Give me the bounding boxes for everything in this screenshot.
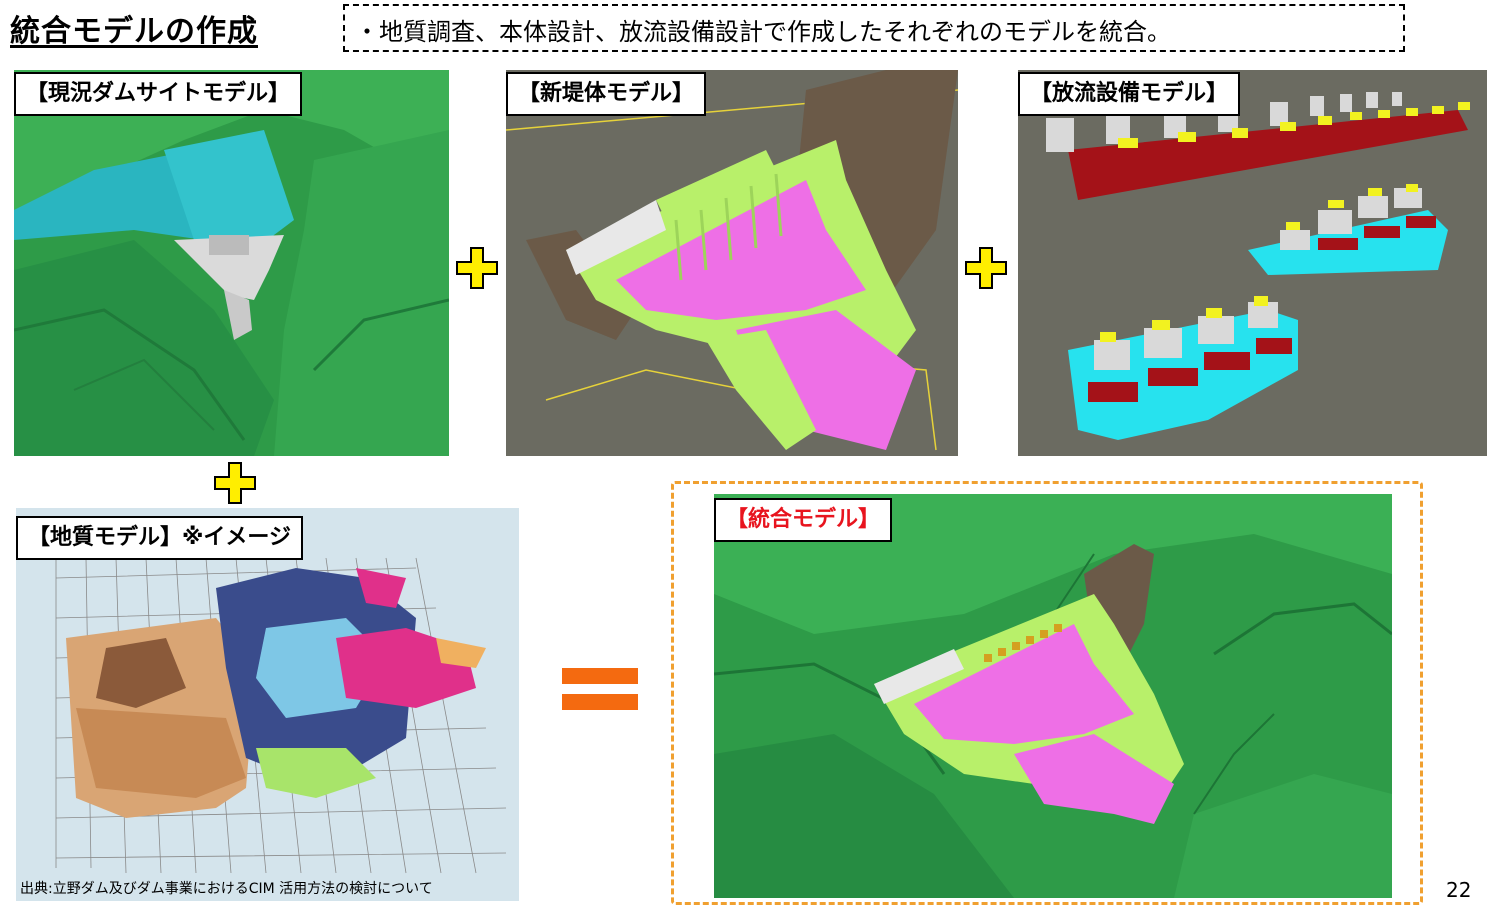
page-title: 統合モデルの作成: [10, 14, 258, 49]
page-number: 22: [1446, 878, 1472, 902]
new-dam-body-model-panel: 【新堤体モデル】: [506, 70, 958, 456]
current-site-terrain-image: [14, 70, 449, 456]
integrated-model-panel: 【統合モデル】: [714, 494, 1392, 898]
summary-text: ・地質調査、本体設計、放流設備設計で作成したそれぞれのモデルを統合。: [355, 18, 1171, 46]
summary-box: ・地質調査、本体設計、放流設備設計で作成したそれぞれのモデルを統合。: [343, 4, 1405, 52]
discharge-facility-model-panel: 【放流設備モデル】: [1018, 70, 1487, 456]
geology-model-image: [16, 508, 519, 901]
integrated-model-frame: [671, 481, 1423, 905]
new-dam-body-model-label: 【新堤体モデル】: [506, 72, 707, 116]
integrated-model-label: 【統合モデル】: [714, 498, 893, 542]
plus-icon: [965, 247, 1007, 289]
new-dam-body-image: [506, 70, 958, 456]
plus-icon: [456, 247, 498, 289]
integrated-model-image: [714, 494, 1392, 898]
discharge-facility-image: [1018, 70, 1487, 456]
equals-icon: [562, 668, 638, 710]
geology-model-panel: 【地質モデル】※イメージ: [16, 508, 519, 901]
current-site-model-label: 【現況ダムサイトモデル】: [14, 72, 303, 116]
current-site-model-panel: 【現況ダムサイトモデル】: [14, 70, 449, 456]
source-citation: 出典:立野ダム及びダム事業におけるCIM 活用方法の検討について: [20, 881, 433, 897]
discharge-facility-model-label: 【放流設備モデル】: [1018, 72, 1241, 116]
geology-model-label: 【地質モデル】※イメージ: [16, 516, 303, 560]
plus-icon: [214, 462, 256, 504]
